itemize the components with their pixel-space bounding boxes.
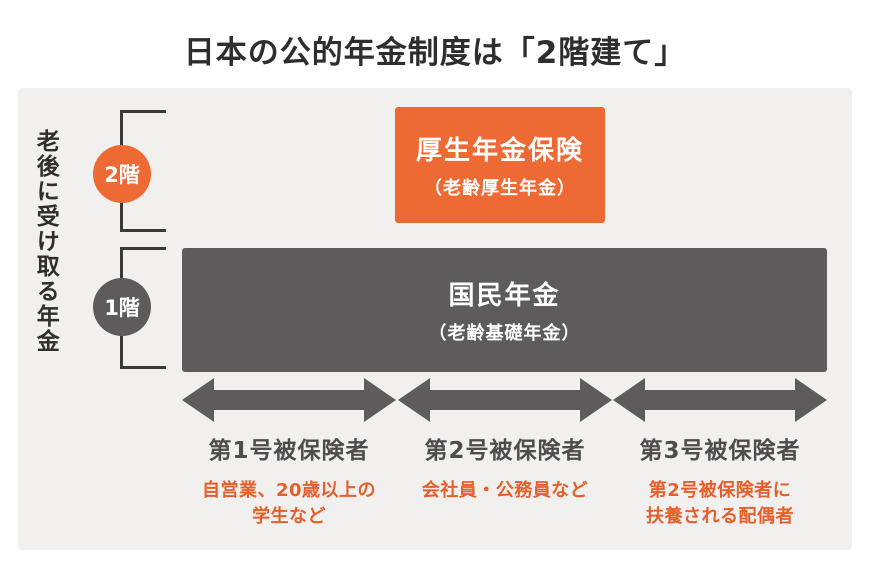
category-column-1: 第1号被保険者 自営業、20歳以上の 学生など: [169, 431, 409, 530]
category-label: 第1号被保険者: [208, 438, 370, 464]
category-column-3: 第3号被保険者 第2号被保険者に 扶養される配偶者: [600, 431, 840, 530]
category-label: 第2号被保険者: [424, 438, 586, 464]
diagram-title: 日本の公的年金制度は「2階建て」: [183, 35, 687, 71]
category-description: 第2号被保険者に 扶養される配偶者: [646, 480, 794, 528]
kosei-box-subtitle: （老齢厚生年金）: [424, 178, 576, 199]
tier2-badge: 2階: [93, 145, 151, 203]
range-arrow-1: [182, 378, 396, 422]
kosei-box-title: 厚生年金保険: [415, 136, 584, 166]
arrow-left-head-icon: [182, 378, 214, 422]
range-arrow-3: [613, 378, 827, 422]
category-description: 自営業、20歳以上の 学生など: [201, 480, 377, 528]
category-description: 会社員・公務員など: [421, 480, 589, 501]
kosei-nenkin-box: 厚生年金保険 （老齢厚生年金）: [395, 107, 605, 223]
kokumin-box-subtitle: （老齢基礎年金）: [428, 323, 581, 344]
arrow-left-head-icon: [398, 378, 430, 422]
category-label: 第3号被保険者: [639, 438, 801, 464]
arrow-right-head-icon: [580, 378, 612, 422]
arrow-left-head-icon: [613, 378, 645, 422]
tier1-badge: 1階: [93, 278, 151, 336]
side-axis-label: 老後に受け取る年金: [32, 129, 59, 354]
arrow-right-head-icon: [364, 378, 396, 422]
arrow-shaft: [430, 390, 580, 410]
kokumin-box-title: 国民年金: [448, 281, 561, 311]
arrow-right-head-icon: [795, 378, 827, 422]
kokumin-nenkin-box: 国民年金 （老齢基礎年金）: [182, 248, 827, 372]
category-column-2: 第2号被保険者 会社員・公務員など: [385, 431, 625, 504]
arrow-shaft: [214, 390, 364, 410]
range-arrow-2: [398, 378, 612, 422]
arrow-shaft: [645, 390, 795, 410]
